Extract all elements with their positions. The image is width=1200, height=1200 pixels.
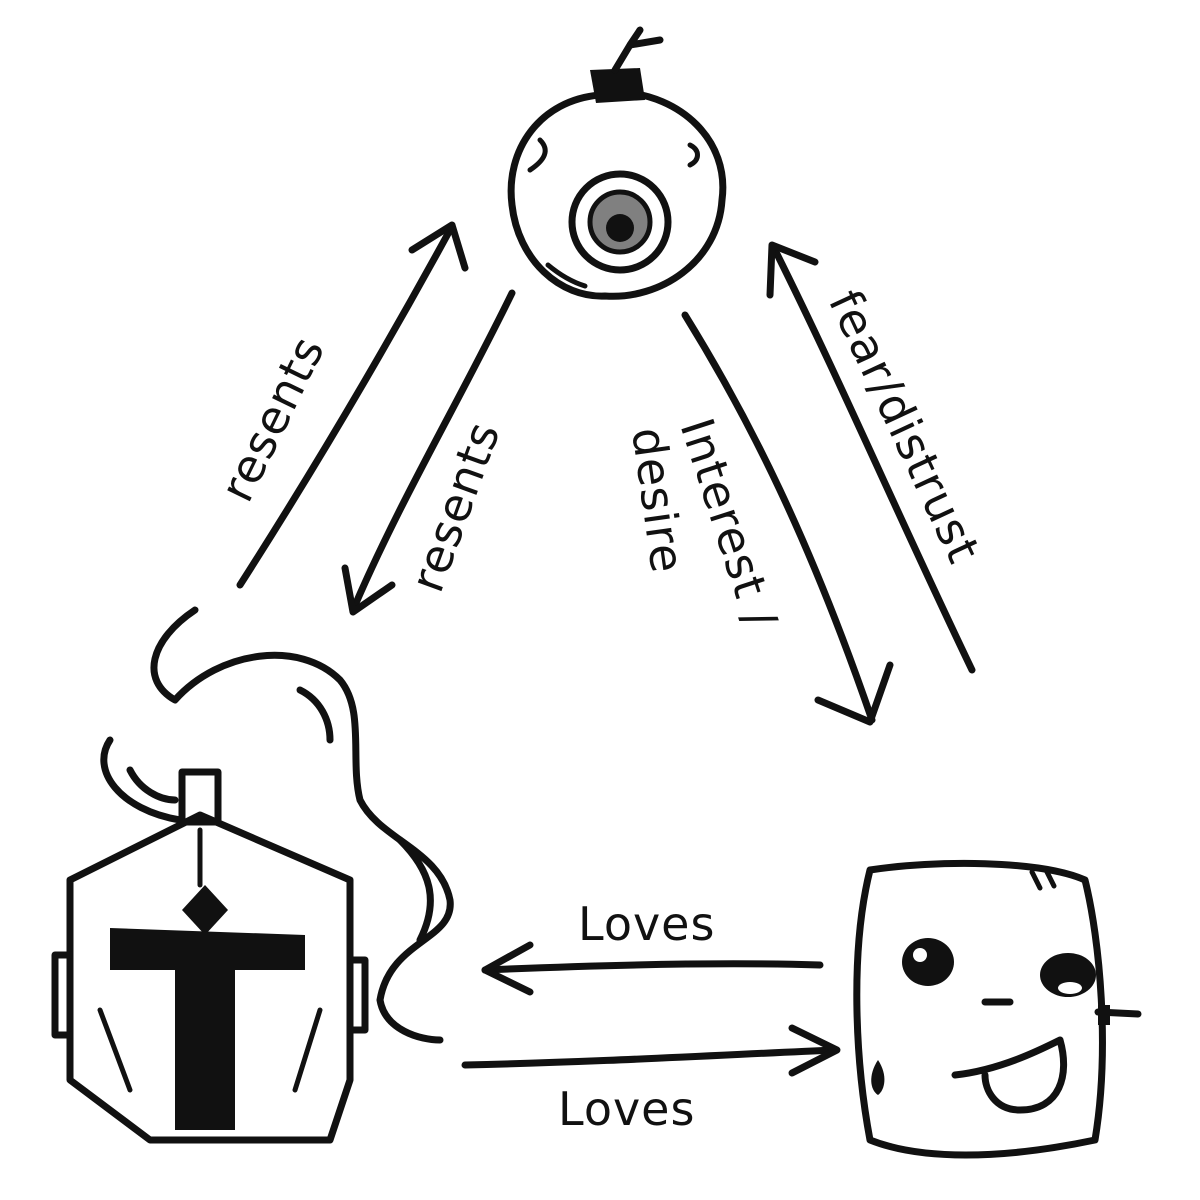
label-loves-top: Loves	[578, 897, 715, 951]
arrow-eye-to-cube	[681, 311, 894, 726]
label-resents-outer: resents	[209, 327, 335, 509]
label-loves-bottom: Loves	[558, 1082, 695, 1136]
arrow-cube-to-eye	[766, 241, 976, 674]
label-resents-inner: resents	[400, 414, 511, 598]
arrow-cube-to-knight	[481, 941, 824, 996]
eyeball-icon	[507, 26, 727, 300]
smiling-cube-icon	[853, 859, 1142, 1159]
arrow-knight-to-eye	[236, 221, 469, 589]
knight-helmet-icon	[51, 606, 454, 1144]
arrow-knight-to-cube	[461, 1024, 841, 1077]
arrow-eye-to-knight	[341, 289, 516, 616]
